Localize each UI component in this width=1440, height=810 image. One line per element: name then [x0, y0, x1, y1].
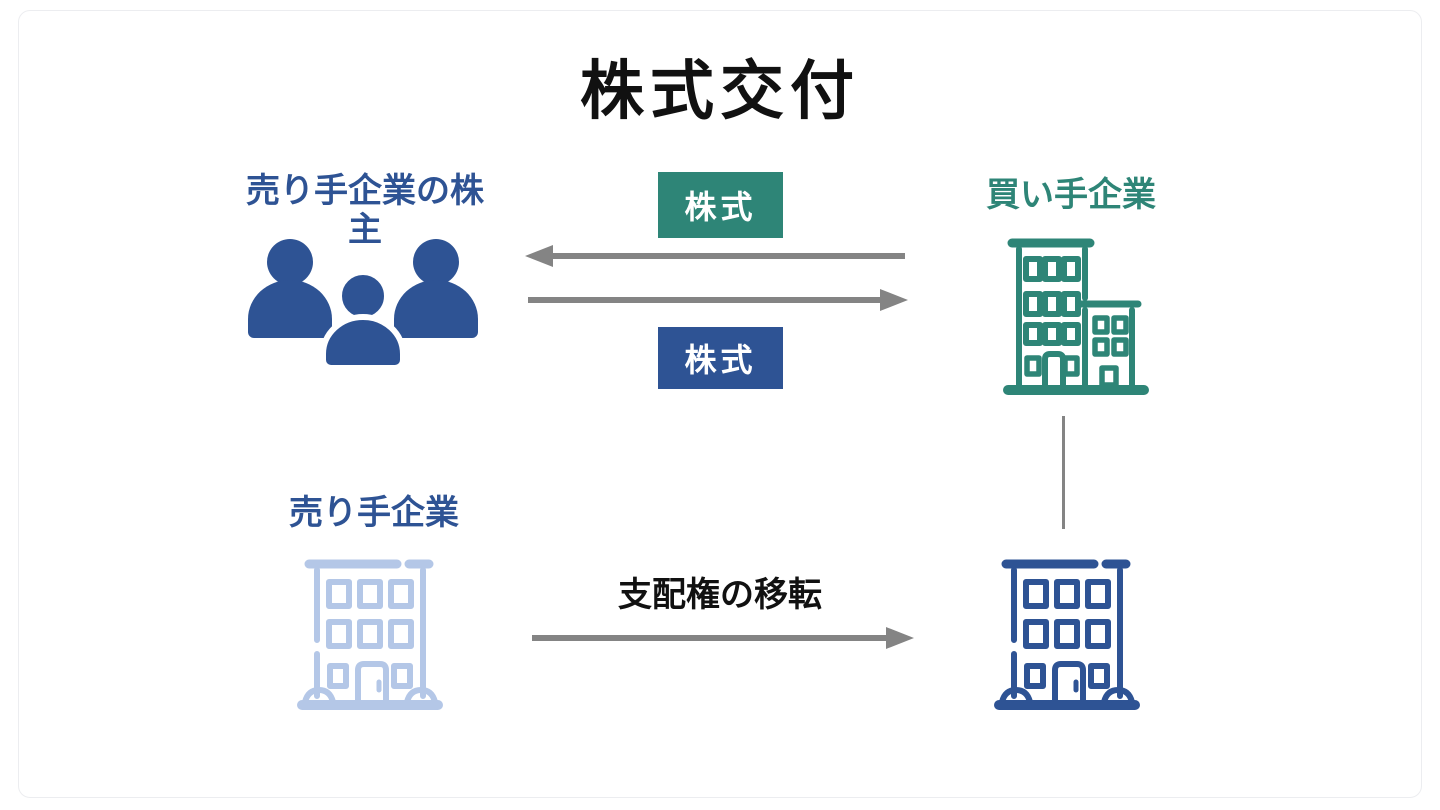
- buyer-company-label: 買い手企業: [986, 176, 1156, 214]
- shares-from-buyer-box: 株式: [658, 172, 783, 238]
- apartment-building-icon: [295, 554, 445, 714]
- control-transfer-label: 支配権の移転: [618, 576, 822, 614]
- connector-line: [1062, 416, 1065, 529]
- apartment-building-icon: [992, 554, 1142, 714]
- shares-from-sellers-box: 株式: [658, 327, 783, 389]
- arrow-bottom-icon: [528, 625, 916, 651]
- arrow-right-icon: [524, 287, 910, 313]
- arrow-left-icon: [523, 243, 909, 269]
- seller-shareholders-label: 売り手企業の株主: [246, 172, 484, 249]
- people-group-icon: [246, 236, 480, 370]
- office-building-annex-icon: [1001, 232, 1151, 397]
- seller-company-label: 売り手企業: [289, 494, 459, 532]
- page-title: 株式交付: [580, 55, 860, 127]
- shares-from-sellers-label: 株式: [684, 342, 757, 378]
- shares-from-buyer-label: 株式: [684, 189, 757, 225]
